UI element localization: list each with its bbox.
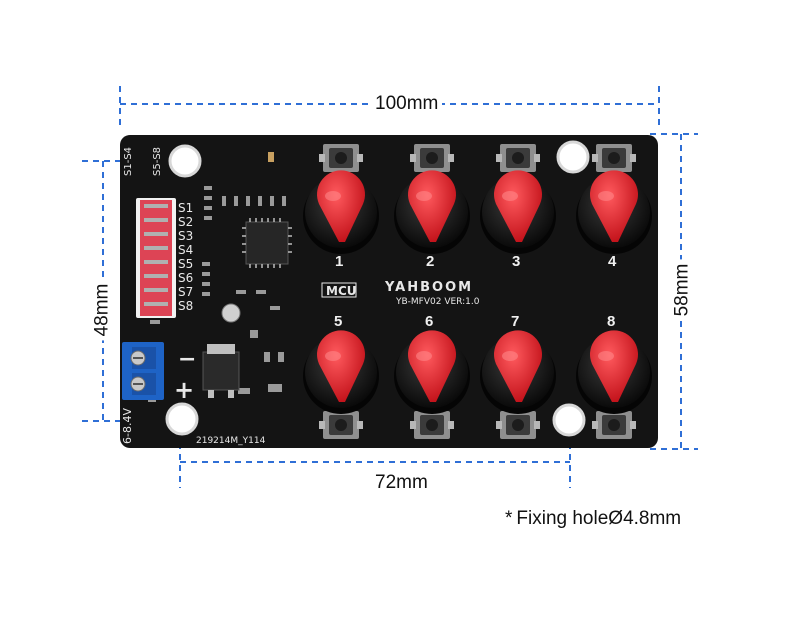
hole-vertical-label: 48mm bbox=[91, 279, 114, 341]
potentiometer-knob: 7 bbox=[480, 313, 556, 414]
silkscreen-group-labels: S1-S4 S5-S8 bbox=[123, 147, 163, 176]
knob-cap bbox=[316, 170, 365, 242]
knob-number: 4 bbox=[608, 253, 617, 270]
servo-header bbox=[136, 198, 176, 318]
tact-switch bbox=[410, 144, 454, 172]
knob-number: 1 bbox=[335, 253, 343, 270]
servo-labels: S1 S2 S3 S4 S5 S6 S7 S8 bbox=[178, 201, 193, 313]
knob-number: 5 bbox=[334, 313, 342, 330]
width-label: 100mm bbox=[371, 93, 443, 115]
mounting-hole bbox=[168, 144, 202, 178]
tact-switch bbox=[496, 144, 540, 172]
servo-label: S6 bbox=[178, 271, 193, 285]
knob-cap bbox=[317, 330, 365, 402]
tact-switch bbox=[410, 411, 454, 439]
potentiometer-knob: 1 bbox=[303, 170, 379, 270]
board-code: 219214M_Y114 bbox=[196, 436, 266, 446]
note-text: Fixing holeØ4.8mm bbox=[516, 508, 682, 529]
knob-cap bbox=[590, 330, 638, 402]
knob-cap bbox=[493, 330, 542, 402]
height-label: 58mm bbox=[671, 259, 694, 321]
potentiometer-knob: 4 bbox=[576, 170, 652, 270]
potentiometer-knob: 8 bbox=[576, 313, 652, 414]
knob-cap bbox=[493, 170, 542, 242]
knob-number: 8 bbox=[607, 313, 615, 330]
tact-switch bbox=[319, 144, 363, 172]
knob-cap bbox=[590, 170, 638, 242]
tact-switch bbox=[319, 411, 363, 439]
servo-label: S8 bbox=[178, 299, 193, 313]
group-label-s1-s4: S1-S4 bbox=[123, 147, 134, 176]
potentiometer-knob: 6 bbox=[394, 313, 470, 414]
mounting-holes bbox=[165, 140, 590, 437]
voltage-regulator bbox=[202, 344, 240, 398]
mounting-hole bbox=[556, 140, 590, 174]
servo-label: S7 bbox=[178, 285, 193, 299]
mcu-label: MCU bbox=[326, 284, 357, 298]
plus-sign: + bbox=[174, 376, 194, 404]
tact-switches bbox=[319, 144, 636, 439]
servo-label: S4 bbox=[178, 243, 193, 257]
smd-components bbox=[148, 152, 286, 402]
potentiometer-knob: 3 bbox=[480, 170, 556, 270]
servo-label: S1 bbox=[178, 201, 193, 215]
knob-number: 2 bbox=[426, 253, 434, 270]
knob-cap bbox=[408, 330, 457, 402]
potentiometer-knobs: 1 2 3 4 5 6 7 8 bbox=[303, 170, 652, 414]
tact-switch bbox=[496, 411, 540, 439]
potentiometer-knob: 2 bbox=[394, 170, 470, 270]
hole-horizontal-label: 72mm bbox=[371, 472, 432, 494]
servo-label: S5 bbox=[178, 257, 193, 271]
knob-number: 6 bbox=[425, 313, 433, 330]
knob-number: 3 bbox=[512, 253, 520, 270]
servo-label: S2 bbox=[178, 215, 193, 229]
board-model: YB-MFV02 VER:1.0 bbox=[395, 297, 480, 307]
knob-number: 7 bbox=[511, 313, 519, 330]
crystal-oscillator bbox=[221, 303, 241, 323]
power-terminal bbox=[122, 342, 164, 400]
mounting-hole bbox=[165, 402, 199, 436]
mounting-hole bbox=[552, 403, 586, 437]
fixing-hole-note: *Fixing holeØ4.8mm bbox=[505, 507, 681, 531]
group-label-s5-s8: S5-S8 bbox=[152, 147, 163, 176]
knob-cap bbox=[408, 170, 457, 242]
brand-logo-text: YAHBOOM bbox=[384, 280, 473, 295]
mcu-chip bbox=[242, 218, 292, 268]
mcu-label-box bbox=[321, 282, 357, 298]
tact-switch bbox=[592, 411, 636, 439]
voltage-label: 6-8.4V bbox=[121, 408, 134, 444]
servo-label: S3 bbox=[178, 229, 193, 243]
tact-switch bbox=[592, 144, 636, 172]
minus-sign: − bbox=[178, 347, 196, 372]
note-marker: * bbox=[505, 508, 513, 529]
potentiometer-knob: 5 bbox=[303, 313, 379, 414]
